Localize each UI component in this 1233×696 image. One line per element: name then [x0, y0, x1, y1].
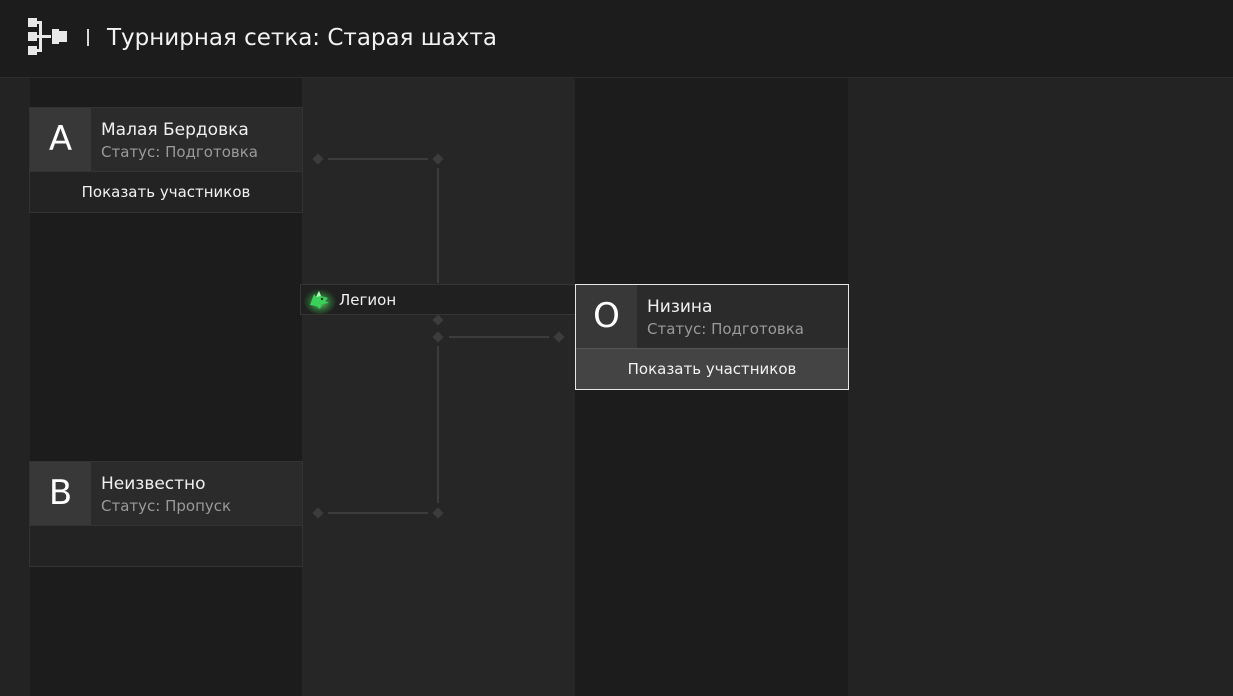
team-seed-letter: O [576, 285, 637, 348]
team-name: Неизвестно [101, 474, 206, 494]
team-status: Статус: Подготовка [101, 143, 258, 161]
winner-team-name: Легион [339, 291, 397, 309]
team-card-o[interactable]: O Низина Статус: Подготовка Показать уча… [575, 284, 849, 390]
show-participants-button[interactable]: Показать участников [627, 360, 797, 378]
team-card-footer: Показать участников [30, 171, 302, 212]
team-card-header: A Малая Бердовка Статус: Подготовка [30, 108, 302, 171]
header-bar: Турнирная сетка: Старая шахта [0, 0, 1233, 78]
team-card-b: B Неизвестно Статус: Пропуск [29, 461, 303, 567]
team-status: Статус: Пропуск [101, 497, 232, 515]
team-card-a: A Малая Бердовка Статус: Подготовка Пока… [29, 107, 303, 213]
legion-wolf-icon [304, 288, 336, 314]
page-title: Турнирная сетка: Старая шахта [107, 25, 498, 51]
team-name: Низина [647, 297, 713, 317]
team-card-header: B Неизвестно Статус: Пропуск [30, 462, 302, 525]
team-card-footer: Показать участников [576, 348, 848, 389]
connector-column [302, 78, 575, 696]
header-divider [87, 29, 89, 46]
team-seed-letter: A [30, 108, 91, 171]
team-status: Статус: Подготовка [647, 320, 804, 338]
show-participants-button[interactable]: Показать участников [81, 183, 251, 201]
bracket-icon [28, 18, 67, 55]
team-seed-letter: B [30, 462, 91, 525]
empty-column [848, 78, 1233, 696]
match-winner-slot[interactable]: Легион [300, 284, 576, 315]
team-name: Малая Бердовка [101, 120, 249, 140]
team-card-footer [30, 525, 302, 566]
team-card-header: O Низина Статус: Подготовка [576, 285, 848, 348]
